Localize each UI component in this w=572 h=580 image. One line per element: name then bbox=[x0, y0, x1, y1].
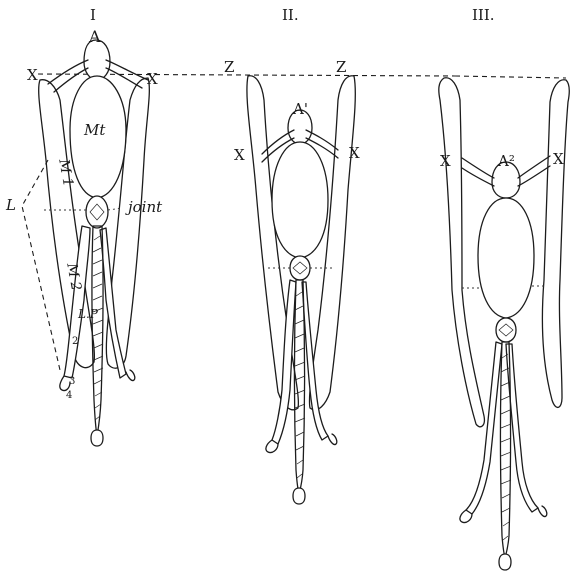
panel-1-lp-label: L.P bbox=[77, 307, 99, 321]
panel-1-digit-4: 4 bbox=[66, 390, 72, 401]
panel-1-tail-tip bbox=[91, 430, 103, 446]
panel-1-tail-hatching bbox=[93, 236, 103, 420]
panel-3-thorax bbox=[478, 198, 534, 318]
panel-3-x-left: X bbox=[440, 152, 451, 170]
panel-1-digit-3: 3 bbox=[69, 376, 75, 387]
panel-1: I A X X Mt M 1 joint L M 2 L.P 2 3 4 bbox=[5, 6, 163, 446]
panel-2-apex-label: A' bbox=[292, 100, 308, 118]
panel-1-l-label: L bbox=[5, 196, 16, 214]
panel-1-joint-segment bbox=[86, 196, 108, 228]
panel-1-number: I bbox=[90, 6, 96, 24]
hinge-line bbox=[38, 74, 566, 78]
panel-3-apex-label: A² bbox=[497, 152, 515, 170]
panel-3-right-foot bbox=[538, 506, 547, 517]
panel-3-tail-tip bbox=[499, 554, 511, 570]
panel-2-z-right: Z bbox=[336, 58, 346, 76]
panel-2-right-foot bbox=[328, 434, 337, 445]
panel-3-x-right: X bbox=[553, 150, 564, 168]
panel-1-right-foot bbox=[126, 370, 135, 381]
panel-1-tail bbox=[92, 226, 103, 436]
panel-2-z-left: Z bbox=[224, 58, 234, 76]
panel-1-x-right: X bbox=[147, 70, 158, 88]
panel-2-x-left: X bbox=[234, 146, 245, 164]
panel-1-joint-label: joint bbox=[125, 198, 163, 216]
panel-1-digit-2: 2 bbox=[72, 336, 78, 347]
panel-1-x-left: X bbox=[27, 66, 38, 84]
panel-2-x-right: X bbox=[349, 144, 360, 162]
panel-3: III. X A² X bbox=[439, 6, 570, 570]
panel-3-right-wing bbox=[542, 80, 569, 408]
panel-2-thorax bbox=[272, 142, 328, 258]
panel-2: II. Z Z A' X X bbox=[224, 6, 360, 504]
panel-3-number: III. bbox=[472, 6, 495, 24]
panel-2-tail-tip bbox=[293, 488, 305, 504]
panel-2-number: II. bbox=[282, 6, 299, 24]
panel-1-mt-label: Mt bbox=[83, 121, 106, 139]
panel-1-apex-label: A bbox=[88, 27, 101, 46]
